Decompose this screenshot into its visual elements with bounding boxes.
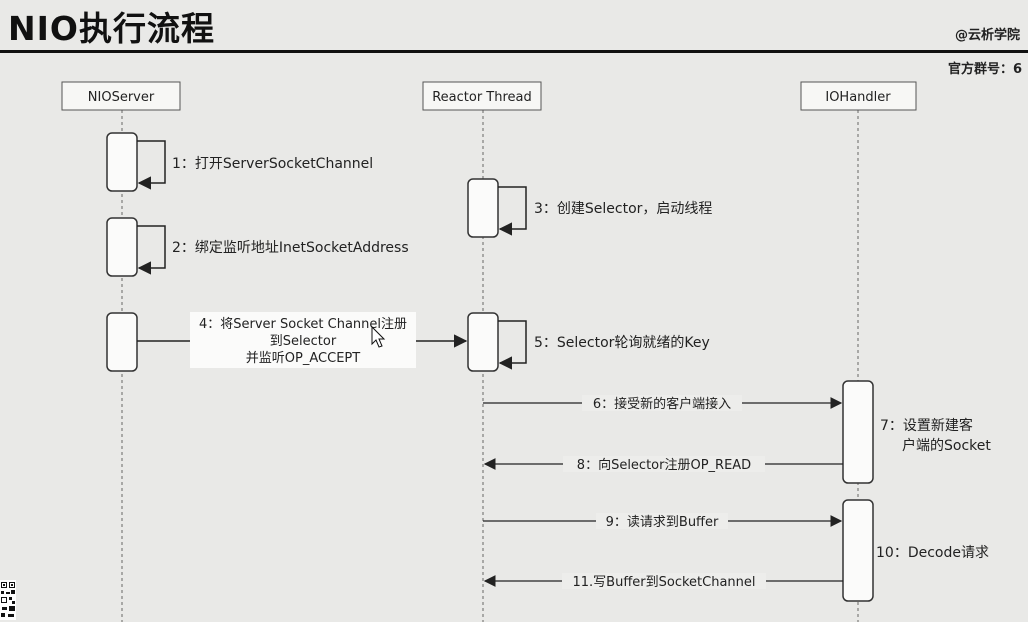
brand-watermark: @云析学院 xyxy=(954,28,1020,43)
activation-nio-1 xyxy=(106,132,138,192)
message-label-4-line1: 4：将Server Socket Channel注册 xyxy=(199,317,407,332)
message-label-4-line3: 并监听OP_ACCEPT xyxy=(246,351,360,366)
self-call-arrow-2 xyxy=(137,225,166,275)
note-10: 10：Decode请求 xyxy=(876,545,989,561)
activation-io-2 xyxy=(842,499,874,602)
lifeline-iohandler: IOHandler xyxy=(800,81,917,622)
activation-nio-3 xyxy=(106,312,138,372)
self-call-arrow-3 xyxy=(498,186,527,236)
lifeline-label-reactor-thread: Reactor Thread xyxy=(432,90,532,105)
self-call-label-5: 5：Selector轮询就绪的Key xyxy=(534,335,710,351)
message-label-8: 8：向Selector注册OP_READ xyxy=(577,457,751,473)
lifeline-nioserver: NIOServer xyxy=(61,81,181,622)
lifeline-label-iohandler: IOHandler xyxy=(825,90,891,105)
message-label-9: 9：读请求到Buffer xyxy=(606,515,719,530)
activation-reactor-2 xyxy=(467,312,499,372)
message-label-box-6 xyxy=(582,395,742,411)
self-call-label-1: 1：打开ServerSocketChannel xyxy=(172,155,373,172)
note-7-line1: 7：设置新建客 xyxy=(880,417,973,434)
page-title: NIO执行流程 xyxy=(8,9,215,48)
message-label-box-9 xyxy=(596,513,728,529)
title-underline xyxy=(0,50,1028,53)
activation-nio-2 xyxy=(106,217,138,277)
self-call-label-3: 3：创建Selector，启动线程 xyxy=(534,201,712,217)
activation-reactor-1 xyxy=(467,178,499,238)
self-call-label-2: 2：绑定监听地址InetSocketAddress xyxy=(172,240,409,256)
message-label-6: 6：接受新的客户端接入 xyxy=(593,396,731,412)
message-label-box-8 xyxy=(563,456,765,472)
self-call-arrow-5 xyxy=(498,320,527,370)
lifeline-label-nioserver: NIOServer xyxy=(88,90,155,105)
qr-code-icon xyxy=(0,580,16,620)
activation-io-1 xyxy=(842,380,874,484)
mouse-cursor-icon xyxy=(371,325,386,348)
group-number: 官方群号：6 xyxy=(947,62,1022,77)
message-label-box-11 xyxy=(562,573,766,589)
message-label-4-line2: 到Selector xyxy=(270,334,337,349)
self-call-arrow-1 xyxy=(137,140,166,190)
note-7-line2: 户端的Socket xyxy=(902,437,991,454)
message-label-11: 11.写Buffer到SocketChannel xyxy=(572,575,755,590)
